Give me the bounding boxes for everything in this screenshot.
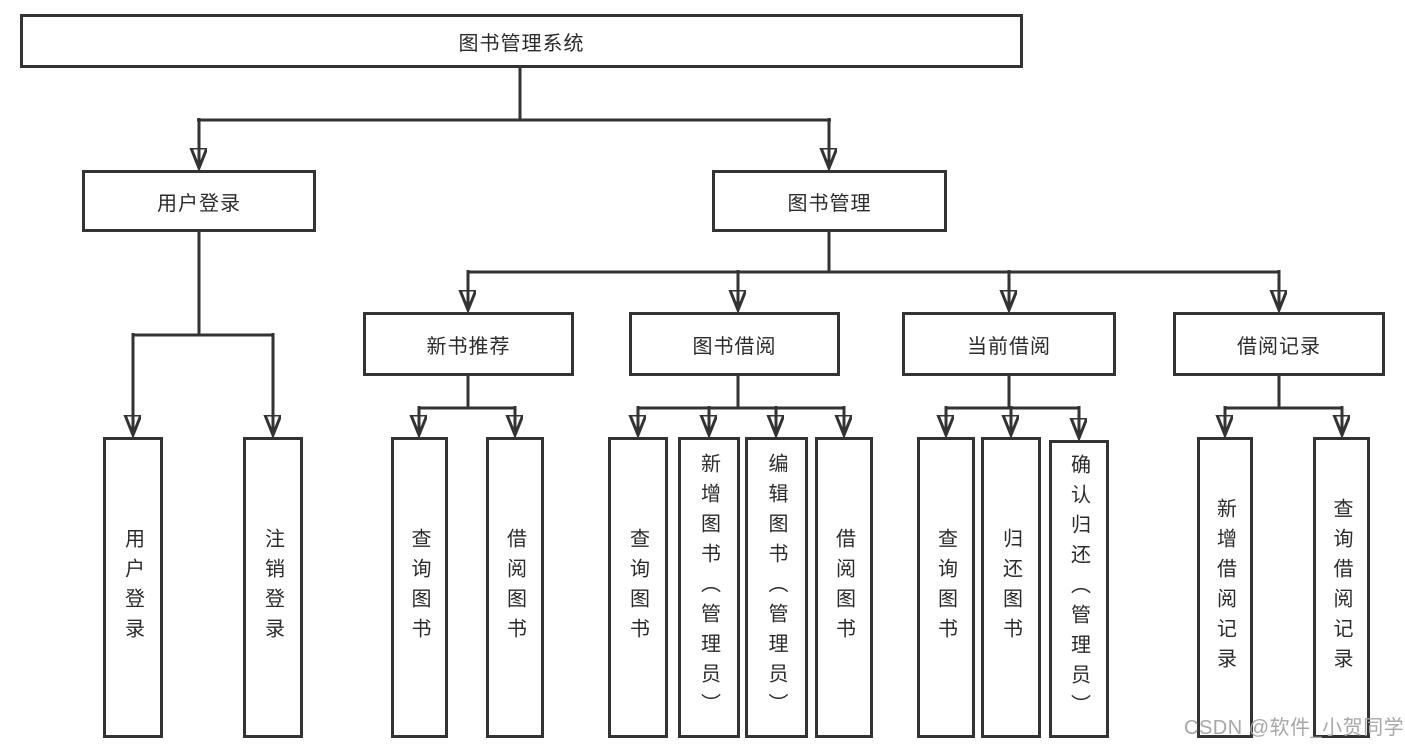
leaf-borrow-books-recommend: 借阅图书 (486, 437, 544, 738)
leaf-query-borrow-record: 查询借阅记录 (1313, 437, 1370, 738)
leaf-add-borrow-record: 新增借阅记录 (1197, 437, 1253, 738)
leaf-query-books-current: 查询图书 (917, 437, 975, 738)
node-label: 新增借阅记录 (1213, 497, 1236, 678)
leaf-add-books-admin: 新增图书（管理员） (678, 437, 740, 738)
node-user-login: 用户登录 (82, 170, 316, 232)
node-label: 查询图书 (934, 527, 957, 648)
node-label: 查询图书 (626, 527, 649, 648)
node-label: 新书推荐 (426, 335, 511, 358)
node-label: 图书借阅 (692, 335, 777, 358)
node-label: 用户登录 (157, 192, 241, 215)
node-root-library-system: 图书管理系统 (20, 14, 1023, 68)
node-label: 查询图书 (408, 527, 430, 648)
node-label: 当前借阅 (967, 335, 1051, 358)
leaf-query-books-recommend: 查询图书 (391, 437, 448, 738)
node-label: 图书管理 (787, 192, 872, 215)
node-label: 用户登录 (121, 527, 144, 648)
node-label: 注销登录 (261, 527, 284, 648)
node-label: 查询借阅记录 (1330, 497, 1352, 678)
leaf-confirm-return-admin: 确认归还（管理员） (1049, 440, 1109, 738)
node-label: 归还图书 (999, 527, 1022, 648)
node-label: 确认归还（管理员） (1067, 454, 1090, 724)
node-label: 借阅图书 (503, 527, 526, 648)
node-label: 借阅记录 (1237, 335, 1321, 358)
leaf-borrow-books: 借阅图书 (815, 437, 873, 738)
leaf-user-login: 用户登录 (103, 437, 163, 738)
leaf-logout: 注销登录 (243, 437, 303, 738)
node-label: 借阅图书 (832, 527, 855, 648)
leaf-edit-books-admin: 编辑图书（管理员） (745, 437, 808, 738)
node-book-borrow: 图书借阅 (629, 312, 840, 376)
watermark: CSDN @软件_小贺同学 (1184, 717, 1405, 739)
node-new-book-recommend: 新书推荐 (363, 312, 574, 376)
node-book-management: 图书管理 (712, 170, 947, 232)
node-borrow-record: 借阅记录 (1173, 312, 1385, 376)
leaf-return-books: 归还图书 (981, 437, 1041, 738)
leaf-query-books-borrow: 查询图书 (608, 437, 668, 738)
node-current-borrow: 当前借阅 (902, 312, 1116, 376)
node-label: 图书管理系统 (458, 32, 585, 55)
node-label: 新增图书（管理员） (697, 452, 720, 723)
node-label: 编辑图书（管理员） (765, 452, 787, 723)
